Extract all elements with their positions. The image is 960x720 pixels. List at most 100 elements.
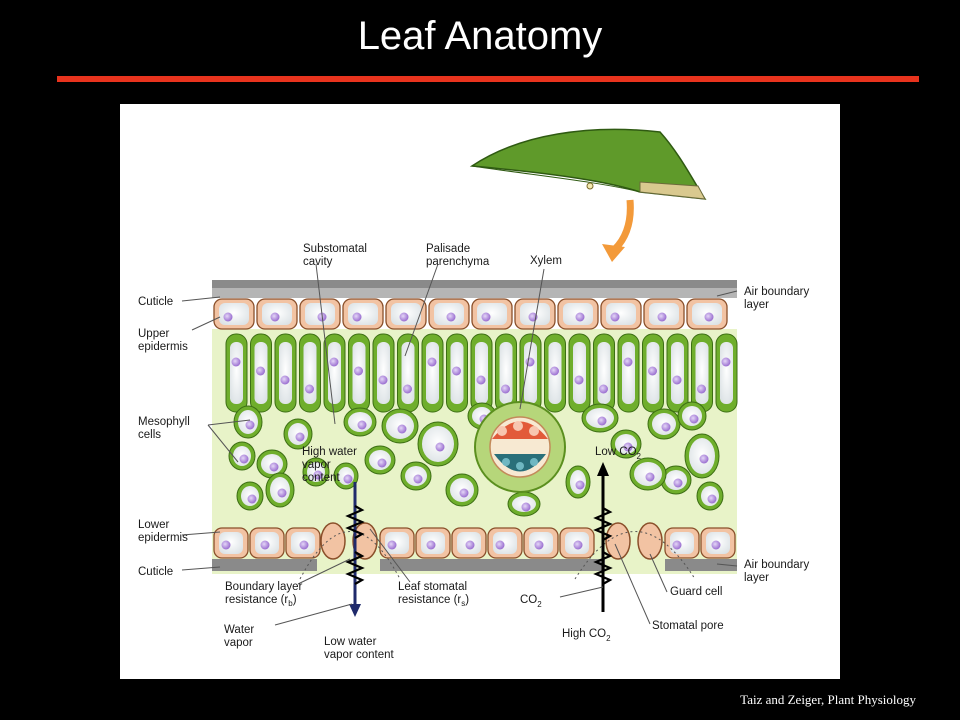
mesophyll-cell: [684, 433, 720, 479]
label-co2: CO2: [520, 594, 542, 609]
epidermal-cell: [415, 527, 451, 559]
slide-title: Leaf Anatomy: [357, 14, 603, 58]
leaf-anatomy-figure: Substomatal cavity Palisade parenchyma X…: [120, 104, 840, 679]
label-substomatal-2: cavity: [303, 256, 333, 268]
label-stomatal-pore: Stomatal pore: [652, 620, 724, 632]
epidermal-cell: [385, 298, 427, 330]
upper-epidermis: [213, 298, 728, 330]
mesophyll-cell: [400, 461, 432, 491]
palisade-cell: [715, 333, 738, 413]
lower-epidermis: [213, 527, 736, 559]
mesophyll-cell: [677, 401, 707, 431]
mesophyll-cell: [236, 481, 264, 511]
mesophyll-cell: [565, 465, 591, 499]
palisade-parenchyma: [225, 333, 738, 413]
palisade-cell: [225, 333, 248, 413]
label-stomatal-resistance-1: Leaf stomatal: [398, 581, 467, 593]
epidermal-cell: [600, 298, 642, 330]
palisade-cell: [274, 333, 297, 413]
epidermal-cell: [249, 527, 285, 559]
epidermal-cell: [514, 298, 556, 330]
mesophyll-cell: [265, 472, 295, 508]
label-substomatal-1: Substomatal: [303, 243, 367, 255]
mesophyll-cell: [696, 481, 724, 511]
water-vapor-resistance-arrow: [345, 482, 365, 617]
epidermal-cell: [451, 527, 487, 559]
spongy-mesophyll: [228, 401, 724, 517]
co2-resistance-arrow: [593, 462, 613, 612]
label-palisade-2: parenchyma: [426, 256, 490, 268]
epidermal-cell: [379, 527, 415, 559]
label-boundary-resistance-1: Boundary layer: [225, 581, 303, 593]
mesophyll-cell: [343, 407, 377, 437]
palisade-cell: [495, 333, 517, 413]
label-water-vapor-2: vapor: [224, 637, 253, 649]
mesophyll-cell: [610, 429, 642, 459]
label-high-water-2: vapor: [302, 459, 331, 471]
leaf-icon: [469, 128, 707, 200]
mesophyll-cell: [629, 457, 667, 491]
palisade-cell: [323, 333, 346, 413]
label-upper-epidermis-1: Upper: [138, 328, 169, 340]
mesophyll-cell: [381, 408, 419, 444]
epidermal-cell: [213, 527, 249, 559]
palisade-cell: [421, 333, 444, 413]
stomata-right: [605, 522, 663, 560]
label-air-boundary-top-2: layer: [744, 299, 769, 311]
epidermal-cell: [664, 527, 700, 559]
mesophyll-cell: [302, 457, 330, 487]
label-cuticle-top: Cuticle: [138, 296, 173, 308]
palisade-cell: [299, 333, 321, 413]
epidermal-cell: [559, 527, 595, 559]
epidermal-cell: [213, 298, 255, 330]
palisade-cell: [544, 333, 566, 413]
mesophyll-cell: [283, 418, 313, 450]
label-cuticle-bottom: Cuticle: [138, 566, 173, 578]
mesophyll-cell: [364, 445, 396, 475]
label-lower-epidermis-2: epidermis: [138, 532, 188, 544]
label-palisade-1: Palisade: [426, 243, 470, 255]
palisade-cell: [568, 333, 591, 413]
epidermal-cell: [643, 298, 685, 330]
label-high-water-1: High water: [302, 446, 357, 458]
source-credit: Taiz and Zeiger, Plant Physiology: [740, 692, 916, 707]
label-stomatal-resistance-2: resistance (rs): [398, 594, 469, 608]
palisade-cell: [250, 333, 272, 413]
leaf-cross-section-diagram: Substomatal cavity Palisade parenchyma X…: [138, 128, 809, 661]
palisade-cell: [691, 333, 713, 413]
label-upper-epidermis-2: epidermis: [138, 341, 188, 353]
palisade-cell: [666, 333, 689, 413]
epidermal-cell: [285, 527, 321, 559]
mesophyll-cell: [647, 408, 681, 440]
label-mesophyll-1: Mesophyll: [138, 416, 190, 428]
label-high-water-3: content: [302, 472, 341, 484]
epidermal-cell: [557, 298, 599, 330]
leader-lines: [181, 263, 738, 626]
mesophyll-cell: [445, 473, 479, 507]
mesophyll-cell: [233, 405, 263, 439]
label-low-co2: Low CO2: [595, 446, 642, 461]
palisade-cell: [642, 333, 664, 413]
epidermal-cell: [299, 298, 341, 330]
mesophyll-cell: [333, 462, 359, 490]
palisade-cell: [348, 333, 370, 413]
epidermal-cell: [686, 298, 728, 330]
palisade-cell: [372, 333, 395, 413]
cuticle-bottom: [212, 559, 317, 571]
label-guard-cell: Guard cell: [670, 586, 722, 598]
mesophyll-cell: [228, 441, 256, 471]
label-air-boundary-bottom-1: Air boundary: [744, 559, 809, 571]
label-mesophyll-2: cells: [138, 429, 161, 441]
label-lower-epidermis-1: Lower: [138, 519, 169, 531]
epidermal-cell: [428, 298, 470, 330]
label-boundary-resistance-2: resistance (rb): [225, 594, 297, 608]
epidermal-cell: [256, 298, 298, 330]
label-low-water-2: vapor content: [324, 649, 394, 661]
label-xylem: Xylem: [530, 255, 562, 267]
leaf-pointer-arrow: [602, 199, 634, 262]
palisade-cell: [446, 333, 468, 413]
title-underline: [57, 76, 919, 82]
epidermal-cell: [342, 298, 384, 330]
mesophyll-cell: [660, 465, 692, 495]
label-low-water-1: Low water: [324, 636, 377, 648]
